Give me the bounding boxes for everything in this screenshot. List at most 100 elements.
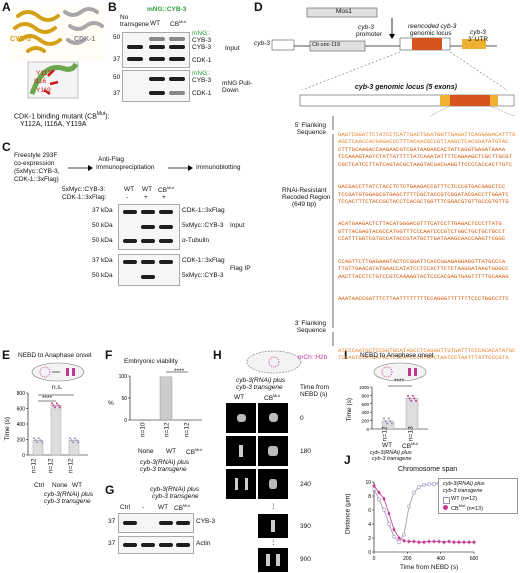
j-legend-wt: WT (n=12) bbox=[451, 496, 478, 502]
c-input-blot bbox=[118, 204, 180, 250]
e-point bbox=[69, 437, 71, 440]
d-seq-recoded: CTTTGCAAGACCAAGAACGTCGATAAGAACACTATCAGGT… bbox=[338, 145, 513, 302]
e-point bbox=[33, 437, 35, 440]
d-rr-label3: (649 bp) bbox=[292, 201, 317, 208]
i-sub1: cyb-3(RNAi) plus bbox=[370, 450, 412, 456]
d-seq3: ATCCCAATGCTCCGGTGCATAGCCTCAGGGTTGTGATTTC… bbox=[338, 346, 516, 362]
panel-label-a: A bbox=[2, 0, 11, 14]
panel-label-h: H bbox=[213, 348, 222, 362]
h-reporter: mCh::H2b bbox=[298, 354, 328, 361]
b-input-blot bbox=[122, 32, 190, 68]
h-img-cb-240 bbox=[258, 469, 288, 499]
g-title2: cyb-3 transgene bbox=[152, 493, 199, 500]
b-band-cyb3: CYB-3 bbox=[192, 44, 212, 51]
b-pull-mng: mNG:: bbox=[192, 70, 211, 77]
c-mw-2: 50 kDa bbox=[92, 222, 113, 229]
protein-structure-illustration bbox=[10, 6, 105, 99]
h-col-wt: WT bbox=[234, 394, 245, 401]
h-img-wt-240 bbox=[226, 469, 256, 499]
j-point bbox=[407, 540, 411, 543]
j-y-tick-label: 10 bbox=[365, 480, 371, 486]
e-y-tick-label: 600 bbox=[17, 407, 26, 413]
h-time-180: 180 bbox=[300, 448, 311, 455]
d-promoter1: cyb-3 bbox=[358, 24, 374, 31]
h-t1: cyb-3(RNAi) plus bbox=[236, 377, 286, 384]
g-cyb3-blot bbox=[118, 513, 194, 533]
f-title: Embryonic viability bbox=[124, 358, 178, 365]
j-point bbox=[417, 485, 421, 489]
i-point bbox=[411, 394, 414, 397]
h-time-0: 0 bbox=[300, 415, 304, 422]
j-point bbox=[457, 540, 461, 544]
c-col-wt1: WT bbox=[124, 186, 135, 193]
j-point bbox=[372, 487, 376, 491]
j-point bbox=[402, 539, 406, 543]
d-cb-unc: Cb unc-119 bbox=[312, 42, 341, 48]
c-ip-blot bbox=[118, 254, 180, 286]
f-n1: n=10 bbox=[139, 422, 147, 438]
j-x-tick-label: 600 bbox=[470, 556, 479, 562]
c-band-myc: 5xMyc::CYB-3 bbox=[182, 222, 224, 229]
f-n3: n=12 bbox=[183, 422, 191, 438]
j-point bbox=[427, 482, 431, 486]
i-point bbox=[391, 422, 393, 425]
j-point bbox=[432, 482, 436, 486]
j-x-tick-label: 400 bbox=[436, 556, 445, 562]
h-dots-2: ⋮ bbox=[270, 539, 277, 546]
e-bar bbox=[50, 405, 62, 456]
b-header: mNG::CYB-3 bbox=[147, 6, 187, 13]
cdk1-binding-mutant-caption: CDK-1 binding mutant (CBMut): bbox=[14, 111, 110, 121]
residue-label-y112: Y112 bbox=[36, 70, 51, 77]
j-point bbox=[442, 540, 446, 544]
c-col-cb: CBMut bbox=[158, 185, 174, 195]
f-sub2: cyb-3 transgene bbox=[140, 466, 187, 473]
i-sig: **** bbox=[394, 378, 405, 385]
h-img-cb-180 bbox=[258, 436, 288, 466]
h-time-900: 900 bbox=[300, 556, 311, 563]
f-sub1: cyb-3(RNAi) plus bbox=[140, 459, 190, 466]
e-point bbox=[57, 404, 60, 407]
c-line2: co-expression bbox=[14, 160, 55, 167]
j-point bbox=[437, 540, 441, 543]
c-side-input: Input bbox=[230, 222, 245, 229]
b-pulldown-blot bbox=[122, 70, 190, 102]
c-plus2: + bbox=[162, 194, 166, 201]
c-mw-5: 50 kDa bbox=[92, 272, 113, 279]
i-y-tick-label: 0 bbox=[366, 427, 369, 432]
h-img-wt-180 bbox=[226, 436, 256, 466]
c-mw-4: 37 kDa bbox=[92, 257, 113, 264]
f-y-tick-label: 100 bbox=[119, 374, 128, 380]
e-point bbox=[72, 441, 75, 444]
f-y-tick-label: 50 bbox=[121, 396, 127, 402]
e-y-tick-label: 400 bbox=[17, 422, 26, 428]
e-n3: n=12 bbox=[67, 458, 75, 474]
e-cell-cartoon bbox=[31, 362, 85, 382]
g-col-wt: WT bbox=[158, 504, 169, 511]
e-point bbox=[75, 439, 78, 442]
i-point bbox=[383, 417, 385, 420]
b-pull-cyb3: CYB-3 bbox=[192, 77, 212, 84]
c-minus: - bbox=[126, 194, 129, 201]
c-band-ip-myc: 5xMyc::CYB-3 bbox=[182, 272, 224, 279]
f-bar bbox=[159, 376, 173, 421]
j-point bbox=[412, 540, 416, 543]
c-mw-3: 50 kDa bbox=[92, 237, 113, 244]
i-title: NEBD to Anaphase onset bbox=[360, 352, 434, 359]
e-point bbox=[37, 437, 40, 440]
b-band-cdk1: CDK-1 bbox=[192, 57, 212, 64]
e-point bbox=[34, 439, 37, 442]
i-cat-wt: WT bbox=[382, 442, 393, 449]
j-xlabel: Time from NEBD (s) bbox=[400, 564, 459, 571]
e-cat-none: None bbox=[52, 482, 68, 489]
j-point bbox=[422, 483, 426, 487]
i-point bbox=[410, 399, 413, 402]
j-point bbox=[447, 540, 451, 543]
d-utr2: 3' UTR bbox=[468, 36, 489, 43]
e-point bbox=[51, 402, 53, 405]
e-point bbox=[39, 439, 42, 442]
i-y-tick-label: 800 bbox=[361, 393, 369, 398]
e-bar bbox=[32, 440, 44, 456]
j-point bbox=[382, 508, 386, 512]
j-legend: cyb-3(RNAi) plus cyb-3 transgene WT (n=1… bbox=[438, 478, 518, 514]
